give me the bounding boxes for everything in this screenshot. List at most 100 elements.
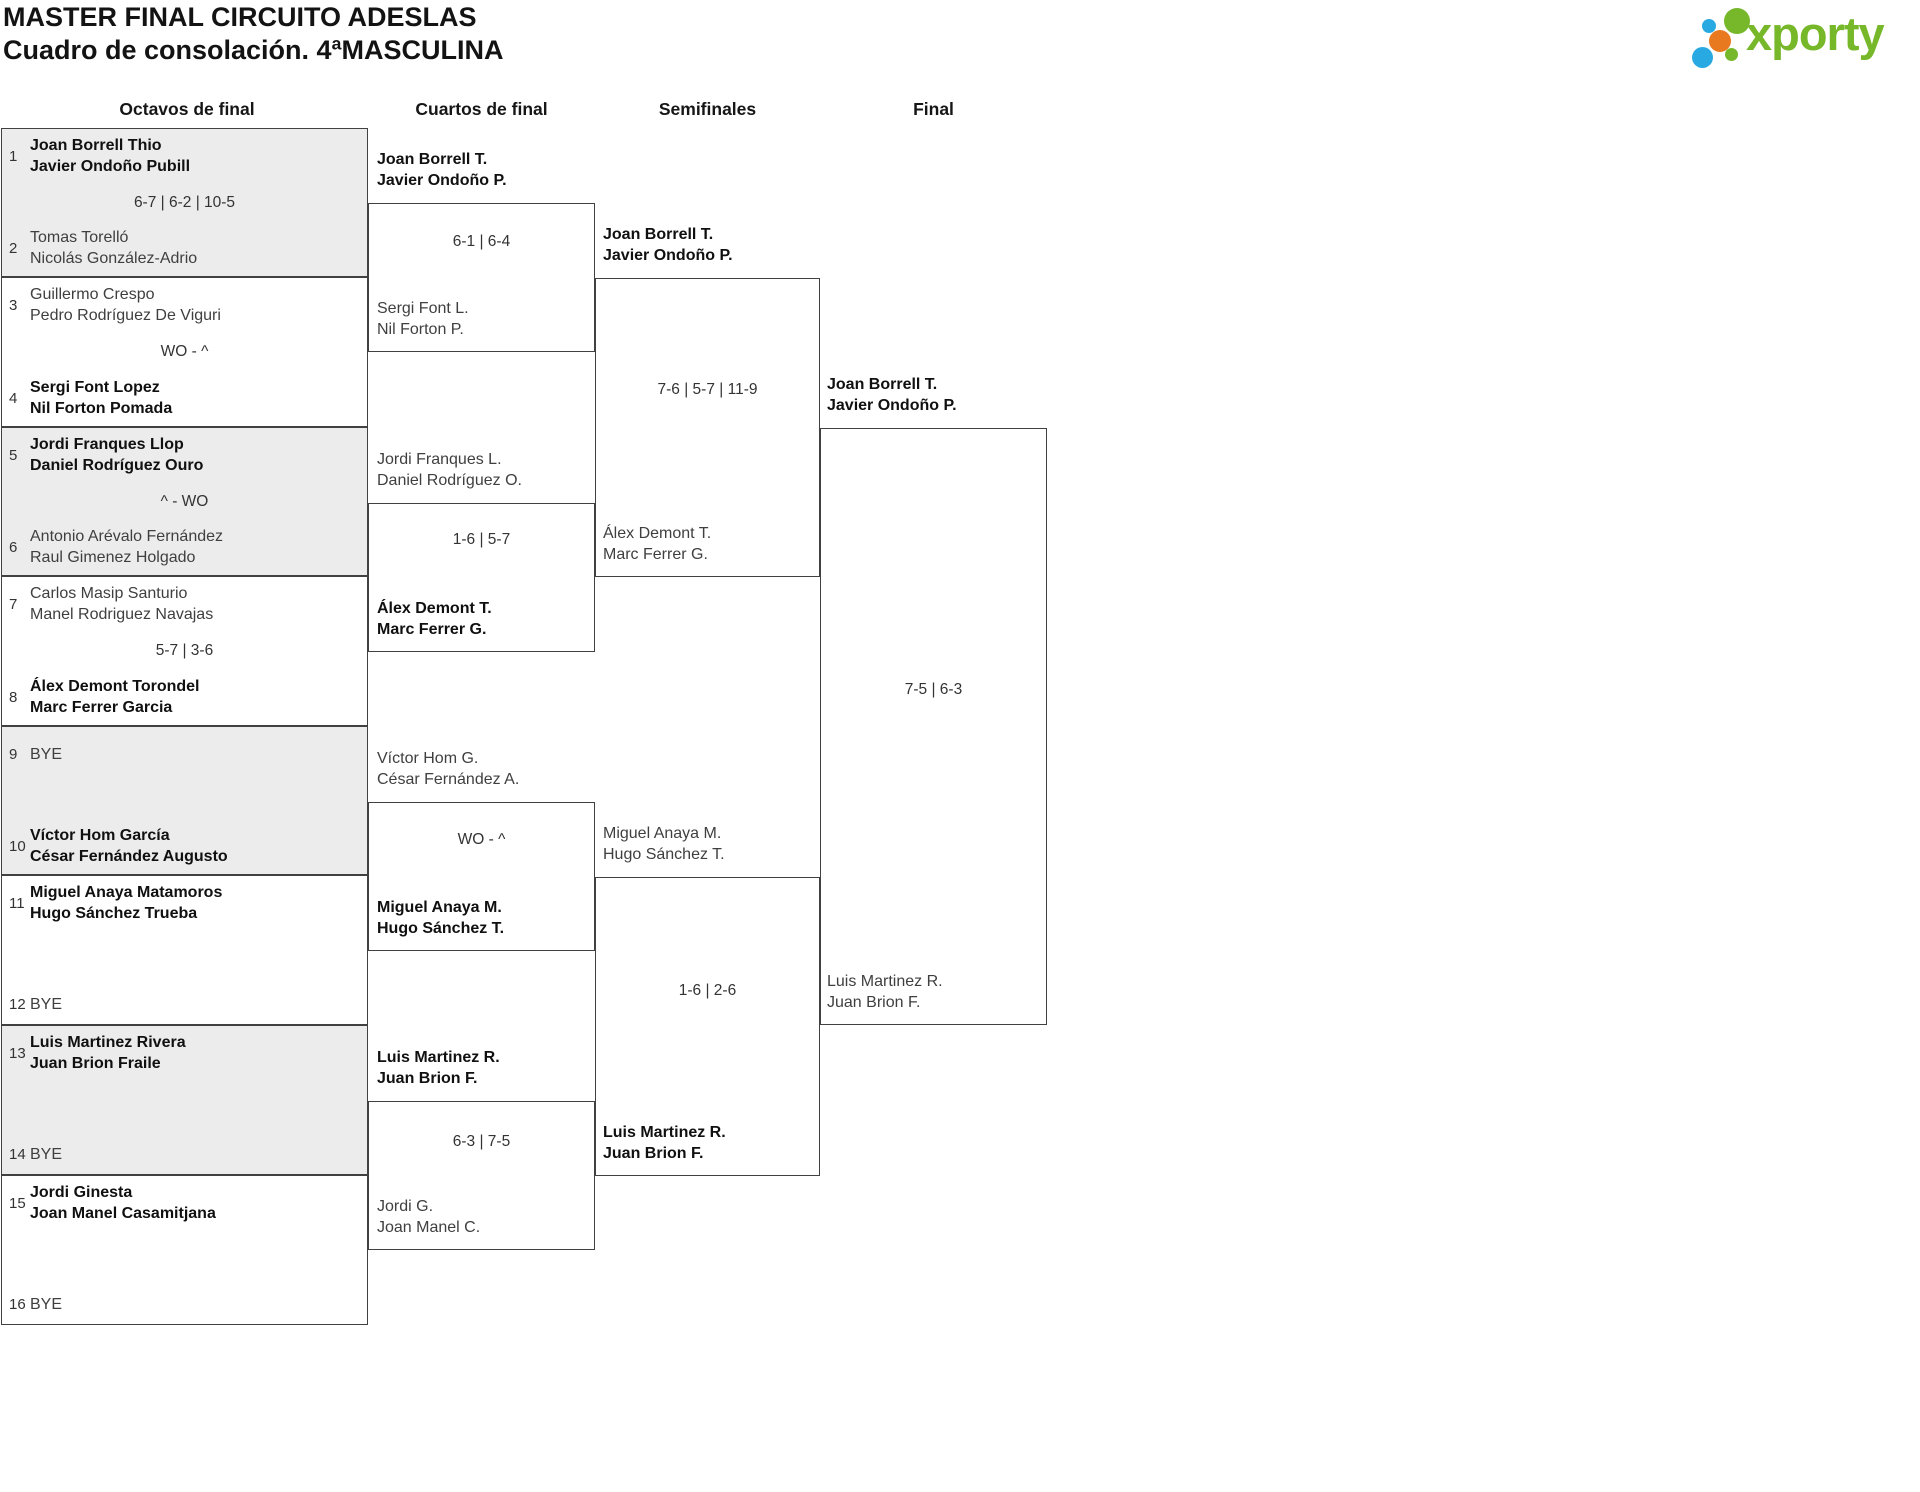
team-name-line: Tomas Torelló [30,229,129,246]
team-names: BYE [30,1294,62,1315]
seed-number: 11 [9,894,25,912]
team-names: Miguel Anaya Matamoros Hugo Sánchez True… [30,882,222,924]
qf3-bottom-team: Miguel Anaya M. Hugo Sánchez T. [377,897,595,939]
team-name-line: Marc Ferrer G. [603,546,708,563]
team-names: BYE [30,1144,62,1165]
qf1-score: 6-1 | 6-4 [452,233,511,250]
team-name-line: Javier Ondoño P. [603,247,733,264]
seed-number: 9 [9,746,18,763]
seed-number: 2 [9,239,18,257]
qf4-score: 6-3 | 7-5 [452,1133,511,1150]
seed-number: 12 [9,996,26,1013]
team-slot-top: 11 Miguel Anaya Matamoros Hugo Sánchez T… [9,882,222,924]
team-name-line: Nicolás González-Adrio [30,250,198,267]
match-score: 5-7 | 3-6 [155,642,214,659]
seed-number: 8 [9,688,18,706]
team-name-line: Joan Borrell T. [827,376,938,393]
team-name-line: Juan Brion F. [377,1070,478,1087]
team-name-line: Hugo Sánchez T. [377,920,505,937]
seed-number: 10 [9,837,26,855]
qf2-bottom-team: Álex Demont T. Marc Ferrer G. [377,598,595,640]
team-name-line: Víctor Hom G. [377,750,479,767]
xporty-logo: xporty [1690,4,1918,70]
team-name-line: César Fernández A. [377,771,520,788]
team-slot-top: 13 Luis Martinez Rivera Juan Brion Frail… [9,1032,186,1074]
team-name-line: Sergi Font Lopez [30,379,160,396]
team-slot-top: 5 Jordi Franques Llop Daniel Rodríguez O… [9,434,203,476]
team-name-line: Álex Demont T. [603,525,712,542]
qf2-score: 1-6 | 5-7 [452,531,511,548]
seed-number: 14 [9,1146,26,1163]
team-names: Jordi Franques Llop Daniel Rodríguez Our… [30,434,203,476]
team-name-line: Jordi G. [377,1198,434,1215]
logo-dot-blue-large-icon [1692,47,1713,68]
team-names: Tomas Torelló Nicolás González-Adrio [30,227,197,269]
team-name-line: Joan Borrell T. [603,226,714,243]
team-name-line: Víctor Hom García [30,827,170,844]
team-names: Sergi Font Lopez Nil Forton Pomada [30,377,172,419]
round-header-octavos: Octavos de final [119,99,255,119]
team-name-line: Miguel Anaya M. [377,899,502,916]
team-slot-top: 7 Carlos Masip Santurio Manel Rodriguez … [9,583,213,625]
qf1-bottom-team: Sergi Font L. Nil Forton P. [377,298,595,340]
team-name-line: Miguel Anaya M. [603,825,722,842]
seed-number: 7 [9,595,18,613]
team-name-line: BYE [30,1296,63,1313]
sf1-top-team: Joan Borrell T. Javier Ondoño P. [603,224,821,266]
seed-number: 15 [9,1194,26,1212]
seed-number: 5 [9,446,18,464]
team-name-line: Marc Ferrer Garcia [30,699,173,716]
r16-match-box-2: 3 Guillermo Crespo Pedro Rodríguez De Vi… [1,277,368,427]
team-name-line: Juan Brion F. [827,994,921,1011]
team-slot-bottom: 8 Álex Demont Torondel Marc Ferrer Garci… [9,676,200,718]
team-names: Jordi Ginesta Joan Manel Casamitjana [30,1182,216,1224]
qf4-bottom-team: Jordi G. Joan Manel C. [377,1196,595,1238]
r16-match-box-8: 15 Jordi Ginesta Joan Manel Casamitjana … [1,1175,368,1325]
sf1-bottom-team: Álex Demont T. Marc Ferrer G. [603,523,821,565]
team-name-line: Sergi Font L. [377,300,469,317]
team-names: Luis Martinez Rivera Juan Brion Fraile [30,1032,186,1074]
final-match-box [820,428,1047,1025]
team-names: Álex Demont Torondel Marc Ferrer Garcia [30,676,200,718]
team-name-line: Luis Martinez R. [603,1124,726,1141]
team-names: Víctor Hom García César Fernández August… [30,825,228,867]
sf1-score: 7-6 | 5-7 | 11-9 [657,381,758,398]
qf3-score: WO - ^ [457,831,506,848]
final-score: 7-5 | 6-3 [904,681,963,698]
r16-match-box-4: 7 Carlos Masip Santurio Manel Rodriguez … [1,576,368,726]
bye-slot-bottom: 16 BYE [9,1294,62,1315]
logo-dot-blue-small-icon [1702,19,1716,33]
round-header-semifinales: Semifinales [658,99,757,119]
r16-match-box-5: 9 BYE 10 Víctor Hom García César Fernánd… [1,726,368,875]
team-slot-top: 3 Guillermo Crespo Pedro Rodríguez De Vi… [9,284,221,326]
team-name-line: Luis Martinez Rivera [30,1034,186,1051]
team-names: Antonio Arévalo Fernández Raul Gimenez H… [30,526,223,568]
team-slot-bottom: 4 Sergi Font Lopez Nil Forton Pomada [9,377,172,419]
r16-match-box-7: 13 Luis Martinez Rivera Juan Brion Frail… [1,1025,368,1175]
match-score: 6-7 | 6-2 | 10-5 [133,194,236,211]
bye-slot-bottom: 14 BYE [9,1144,62,1165]
r16-match-box-1: 1 Joan Borrell Thio Javier Ondoño Pubill… [1,128,368,277]
seed-number: 1 [9,147,18,165]
team-name-line: Juan Brion Fraile [30,1055,161,1072]
team-name-line: César Fernández Augusto [30,848,228,865]
team-names: BYE [30,994,62,1015]
seed-number: 13 [9,1044,26,1062]
team-name-line: Álex Demont Torondel [30,678,200,695]
team-slot-bottom: 2 Tomas Torelló Nicolás González-Adrio [9,227,197,269]
team-name-line: Joan Borrell Thio [30,137,162,154]
page-subtitle: Cuadro de consolación. 4ªMASCULINA [3,35,504,65]
match-score: ^ - WO [160,493,209,510]
logo-dot-green-large-icon [1724,8,1750,34]
r16-match-box-6: 11 Miguel Anaya Matamoros Hugo Sánchez T… [1,875,368,1025]
team-name-line: Antonio Arévalo Fernández [30,528,224,545]
team-names: Carlos Masip Santurio Manel Rodriguez Na… [30,583,213,625]
team-name-line: Javier Ondoño Pubill [30,158,191,175]
team-name-line: Daniel Rodríguez Ouro [30,457,204,474]
qf3-top-team: Víctor Hom G. César Fernández A. [377,748,595,790]
sf-match-box-2 [595,877,820,1176]
team-name-line: Hugo Sánchez Trueba [30,905,198,922]
team-name-line: Hugo Sánchez T. [603,846,725,863]
team-name-line: Raul Gimenez Holgado [30,549,196,566]
